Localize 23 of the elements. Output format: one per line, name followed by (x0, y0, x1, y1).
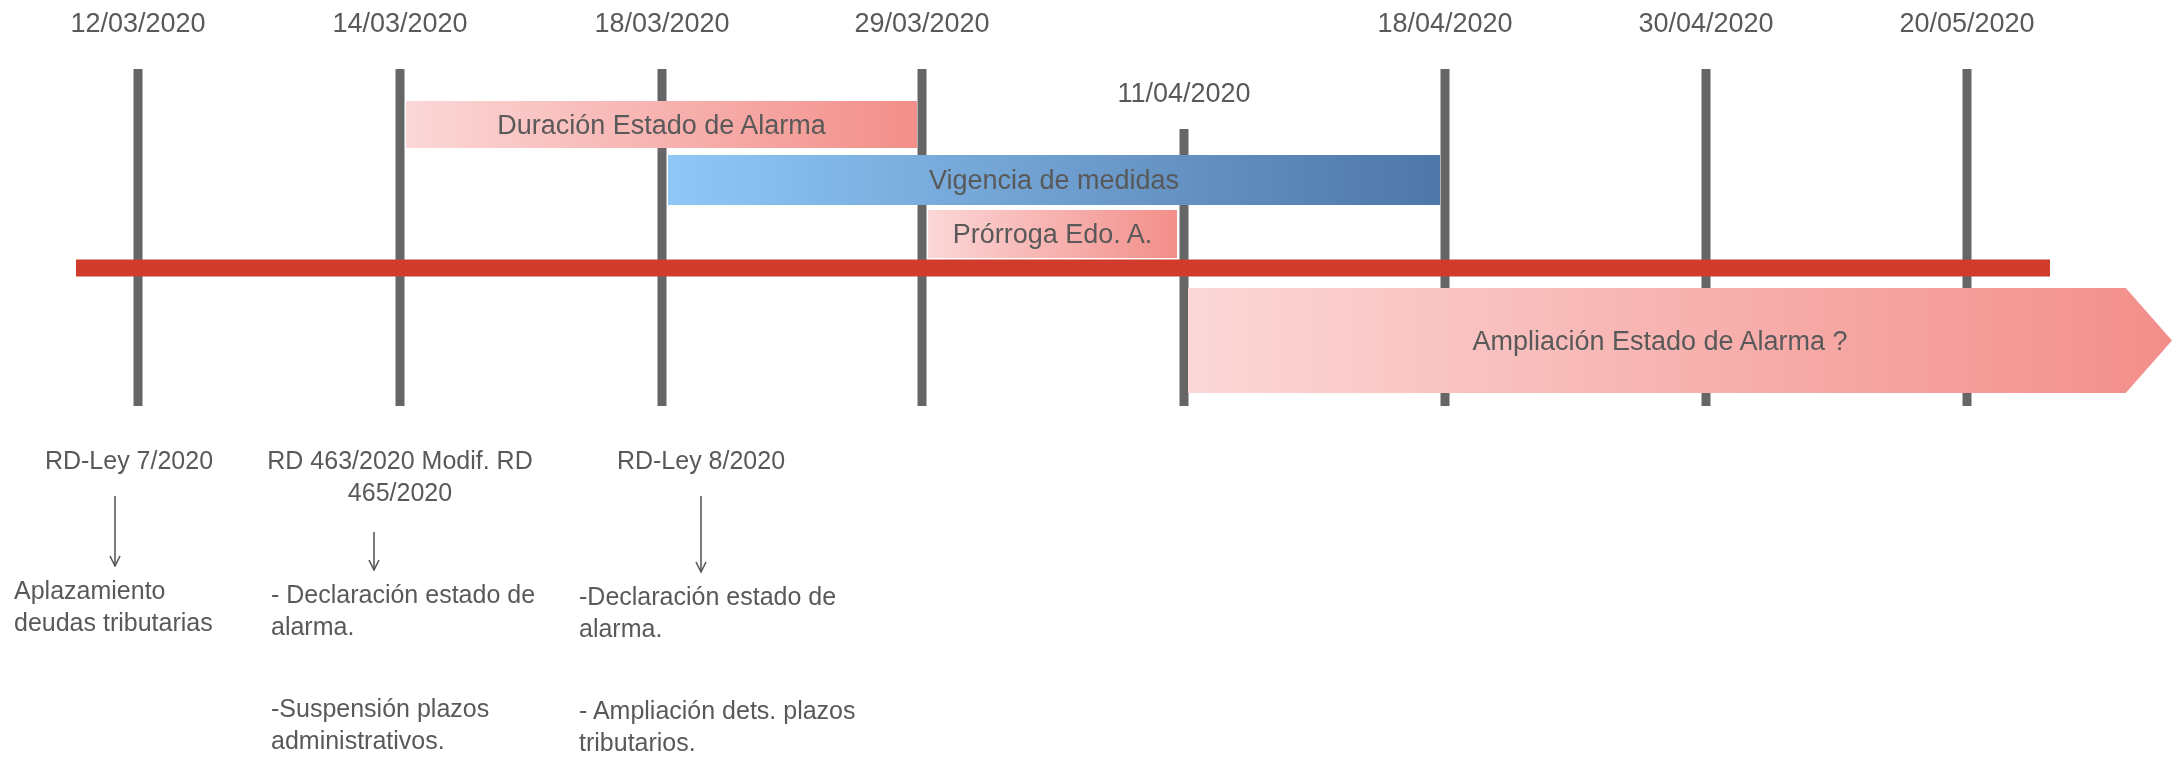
date-label: 11/04/2020 (1117, 78, 1251, 109)
duration-bar: Duración Estado de Alarma (406, 101, 917, 148)
date-label: 18/03/2020 (594, 8, 730, 39)
text-label: RD-Ley 7/2020 (24, 444, 234, 480)
text-label: Aplazamiento deudas tributarias (14, 574, 244, 684)
text-label: RD-Ley 8/2020 (590, 444, 812, 480)
arrow-band: Ampliación Estado de Alarma ? (1188, 288, 2172, 393)
date-label: 20/05/2020 (1899, 8, 2035, 39)
note-text: - Declaración estado de alarma. (271, 579, 537, 642)
text-label: RD 463/2020 Modif. RD 465/2020 (260, 444, 540, 516)
date-label: 29/03/2020 (854, 8, 990, 39)
note-text: -Declaración estado de alarma. (579, 581, 838, 644)
arrow (368, 531, 380, 571)
arrow (695, 495, 707, 573)
note-text: - Ampliación dets. plazos tributarios. (579, 695, 857, 758)
date-label: 18/04/2020 (1377, 8, 1513, 39)
extension-bar: Prórroga Edo. A. (928, 210, 1177, 258)
arrow (109, 495, 121, 567)
date-label: 14/03/2020 (332, 8, 468, 39)
date-label: 30/04/2020 (1638, 8, 1774, 39)
date-label: 12/03/2020 (70, 8, 206, 39)
note-text: -Suspensión plazos administrativos. (271, 693, 491, 756)
measures-bar: Vigencia de medidas (668, 155, 1440, 205)
